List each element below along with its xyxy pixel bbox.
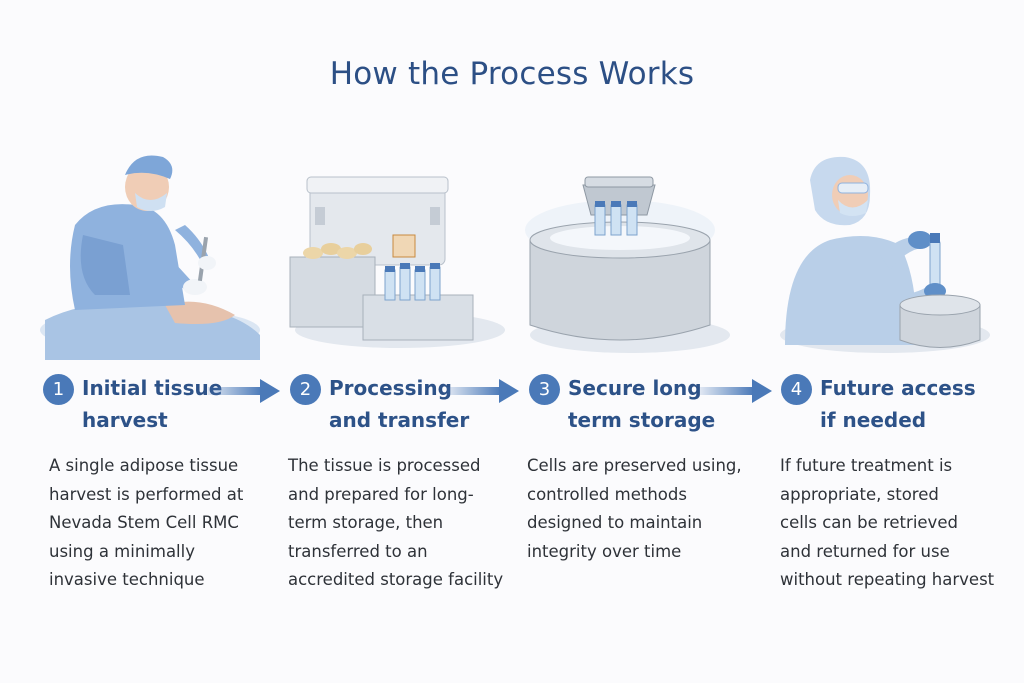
- arrow-right-icon: [447, 379, 519, 403]
- step-number-badge: 1: [43, 374, 74, 405]
- description-line: and returned for use: [780, 541, 950, 561]
- step-title-line2: term storage: [568, 408, 716, 432]
- step-1-header: 1 Initial tissue harvest: [43, 372, 222, 436]
- step-title-line1: Processing: [329, 376, 452, 400]
- description-line: A single adipose tissue: [49, 456, 239, 475]
- step-title: Processing and transfer: [329, 372, 469, 436]
- description-line: harvest is performed at: [49, 484, 244, 504]
- step-4-description: If future treatment is appropriate, stor…: [780, 452, 994, 595]
- description-line: transferred to an: [288, 541, 428, 561]
- step-4-header: 4 Future access if needed: [781, 372, 976, 436]
- step-title: Secure long term storage: [568, 372, 715, 436]
- transfer-containers-illustration: [289, 176, 505, 348]
- description-line: appropriate, stored: [780, 484, 939, 504]
- step-title-line1: Secure long: [568, 376, 702, 400]
- step-number-badge: 3: [529, 374, 560, 405]
- description-line: without repeating harvest: [780, 570, 995, 589]
- description-line: Cells are preserved using,: [527, 456, 742, 475]
- step-number-badge: 4: [781, 374, 812, 405]
- step-2-description: The tissue is processed and prepared for…: [288, 452, 503, 595]
- step-title-line2: harvest: [82, 408, 168, 432]
- description-line: accredited storage facility: [288, 570, 504, 589]
- technician-illustration: [780, 156, 990, 353]
- arrow-right-icon: [208, 379, 280, 403]
- description-line: using a minimally: [49, 541, 195, 561]
- description-line: designed to maintain: [527, 513, 703, 532]
- step-number-badge: 2: [290, 374, 321, 405]
- description-line: Nevada Stem Cell RMC: [49, 513, 239, 532]
- description-line: controlled methods: [527, 484, 687, 504]
- page-title: How the Process Works: [329, 56, 695, 92]
- step-title: Initial tissue harvest: [82, 372, 222, 436]
- description-line: invasive technique: [49, 570, 205, 589]
- surgeon-illustration: [40, 155, 260, 360]
- step-3-description: Cells are preserved using, controlled me…: [527, 452, 742, 566]
- description-line: cells can be retrieved: [780, 513, 958, 532]
- arrow-right-icon: [700, 379, 772, 403]
- step-title: Future access if needed: [820, 372, 976, 436]
- storage-tank-illustration: [525, 176, 730, 353]
- step-2-header: 2 Processing and transfer: [290, 372, 469, 436]
- description-line: integrity over time: [527, 541, 682, 561]
- step-title-line2: and transfer: [329, 408, 470, 432]
- description-line: and prepared for long-: [288, 484, 474, 504]
- step-title-line2: if needed: [820, 408, 927, 432]
- step-1-description: A single adipose tissue harvest is perfo…: [49, 452, 243, 595]
- step-title-line1: Future access: [820, 376, 976, 400]
- description-line: term storage, then: [288, 513, 444, 532]
- step-title-line1: Initial tissue: [82, 376, 223, 400]
- step-3-header: 3 Secure long term storage: [529, 372, 715, 436]
- description-line: If future treatment is: [780, 456, 953, 475]
- description-line: The tissue is processed: [288, 456, 481, 475]
